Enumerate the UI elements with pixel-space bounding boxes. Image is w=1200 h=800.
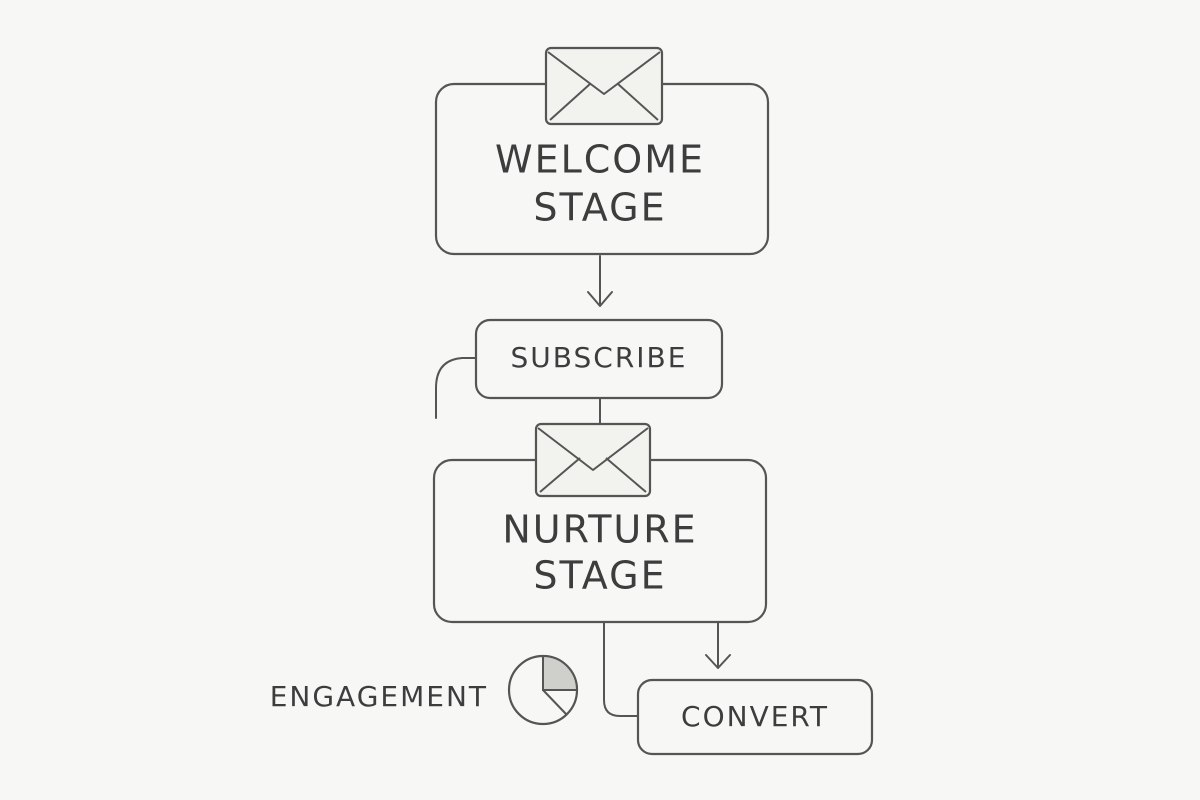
subscribe-node: SUBSCRIBE — [474, 318, 724, 400]
envelope-icon — [544, 46, 664, 126]
welcome-stage-line2: STAGE — [533, 186, 666, 230]
welcome-stage-node: WELCOME STAGE — [434, 82, 770, 256]
convert-label: CONVERT — [681, 700, 829, 733]
arrow-welcome-to-subscribe — [587, 255, 613, 307]
envelope-icon — [534, 422, 652, 498]
convert-node: CONVERT — [636, 678, 874, 756]
nurture-stage-line2: STAGE — [533, 554, 666, 598]
nurture-stage-line1: NURTURE — [502, 508, 697, 552]
subscribe-label: SUBSCRIBE — [511, 341, 688, 374]
arrow-nurture-to-convert — [705, 621, 731, 669]
welcome-stage-line1: WELCOME — [495, 138, 705, 182]
connectors — [435, 255, 731, 717]
engagement-label: ENGAGEMENT — [270, 680, 488, 713]
nurture-stage-node: NURTURE STAGE — [432, 458, 768, 624]
pie-chart-icon — [507, 654, 579, 726]
subscribe-side-branch — [435, 357, 477, 419]
line-nurture-to-convert — [603, 621, 639, 717]
engagement-indicator: ENGAGEMENT — [270, 654, 579, 726]
